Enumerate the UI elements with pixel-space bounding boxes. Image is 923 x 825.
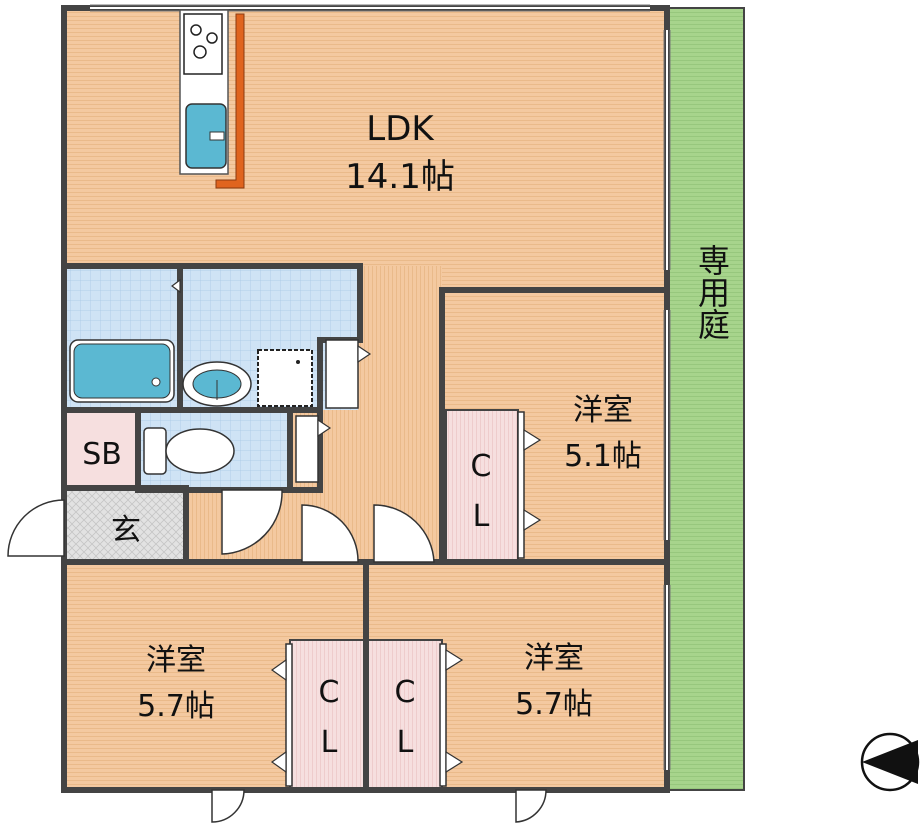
windows [90,7,668,770]
bedroom-east-size: 5.1帖 [564,439,642,474]
bathtub-icon [69,339,175,403]
bedroom-se-size: 5.7帖 [515,687,593,722]
ldk-name: LDK [366,109,435,149]
shoe-box-label: SB [82,437,122,472]
stove-icon [183,13,223,75]
washbasin-icon [182,361,252,407]
washing-machine-icon [257,349,313,407]
entrance [66,490,186,560]
bedroom-east-name: 洋室 [573,393,633,428]
sliding-doors [285,339,525,787]
compass-icon [860,732,920,792]
bedroom-sw-size: 5.7帖 [137,689,215,724]
bedroom-east [444,292,666,562]
ldk-size: 14.1帖 [345,157,455,197]
closet-east-c: C [471,449,492,484]
bedroom-se-name: 洋室 [524,641,584,676]
closet-sw-l: L [321,725,338,760]
entrance-label: 玄 [111,513,141,548]
closet-se [367,639,443,789]
closet-sw [289,639,367,789]
garden-label: 専用庭 [693,244,731,340]
shoe-box [66,412,138,488]
closet-se-c: C [395,675,416,710]
bedroom-sw-name: 洋室 [146,643,206,678]
closet-sw-c: C [319,675,340,710]
toilet-icon [143,427,235,475]
doors [7,489,547,823]
closet-se-l: L [397,725,414,760]
closet-east-l: L [473,499,490,534]
private-garden [665,7,745,791]
sink-icon [185,103,227,169]
